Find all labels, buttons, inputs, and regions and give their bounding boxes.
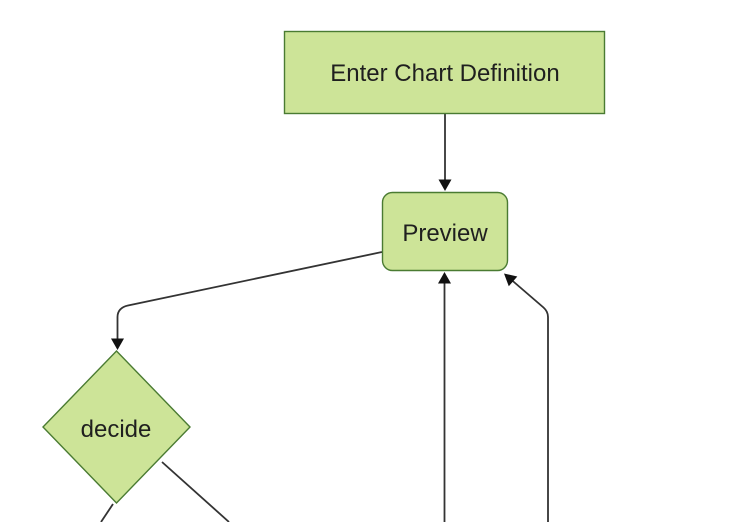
edge-decide-to-offscreen-right bbox=[161, 461, 230, 522]
node-decide-shape bbox=[42, 349, 191, 505]
node-enter-chart-definition-shape bbox=[283, 30, 606, 115]
edge-decide-to-offscreen-left bbox=[100, 503, 114, 522]
node-decide-label: decide bbox=[81, 416, 152, 443]
edge-preview-to-decide bbox=[116, 251, 383, 340]
arrowhead-into-decide-top bbox=[111, 338, 124, 350]
node-preview: Preview bbox=[381, 191, 509, 272]
node-enter-chart-definition-label: Enter Chart Definition bbox=[330, 60, 559, 87]
arrowhead-into-preview-top bbox=[438, 179, 452, 191]
node-decide: decide bbox=[42, 349, 191, 505]
arrowhead-into-preview-bottom bbox=[438, 272, 451, 284]
edge-offscreen-to-preview-corner bbox=[510, 278, 549, 522]
arrowhead-into-preview-corner bbox=[504, 273, 518, 287]
node-enter-chart-definition: Enter Chart Definition bbox=[283, 30, 606, 115]
node-preview-label: Preview bbox=[402, 220, 488, 247]
node-preview-shape bbox=[381, 191, 509, 272]
